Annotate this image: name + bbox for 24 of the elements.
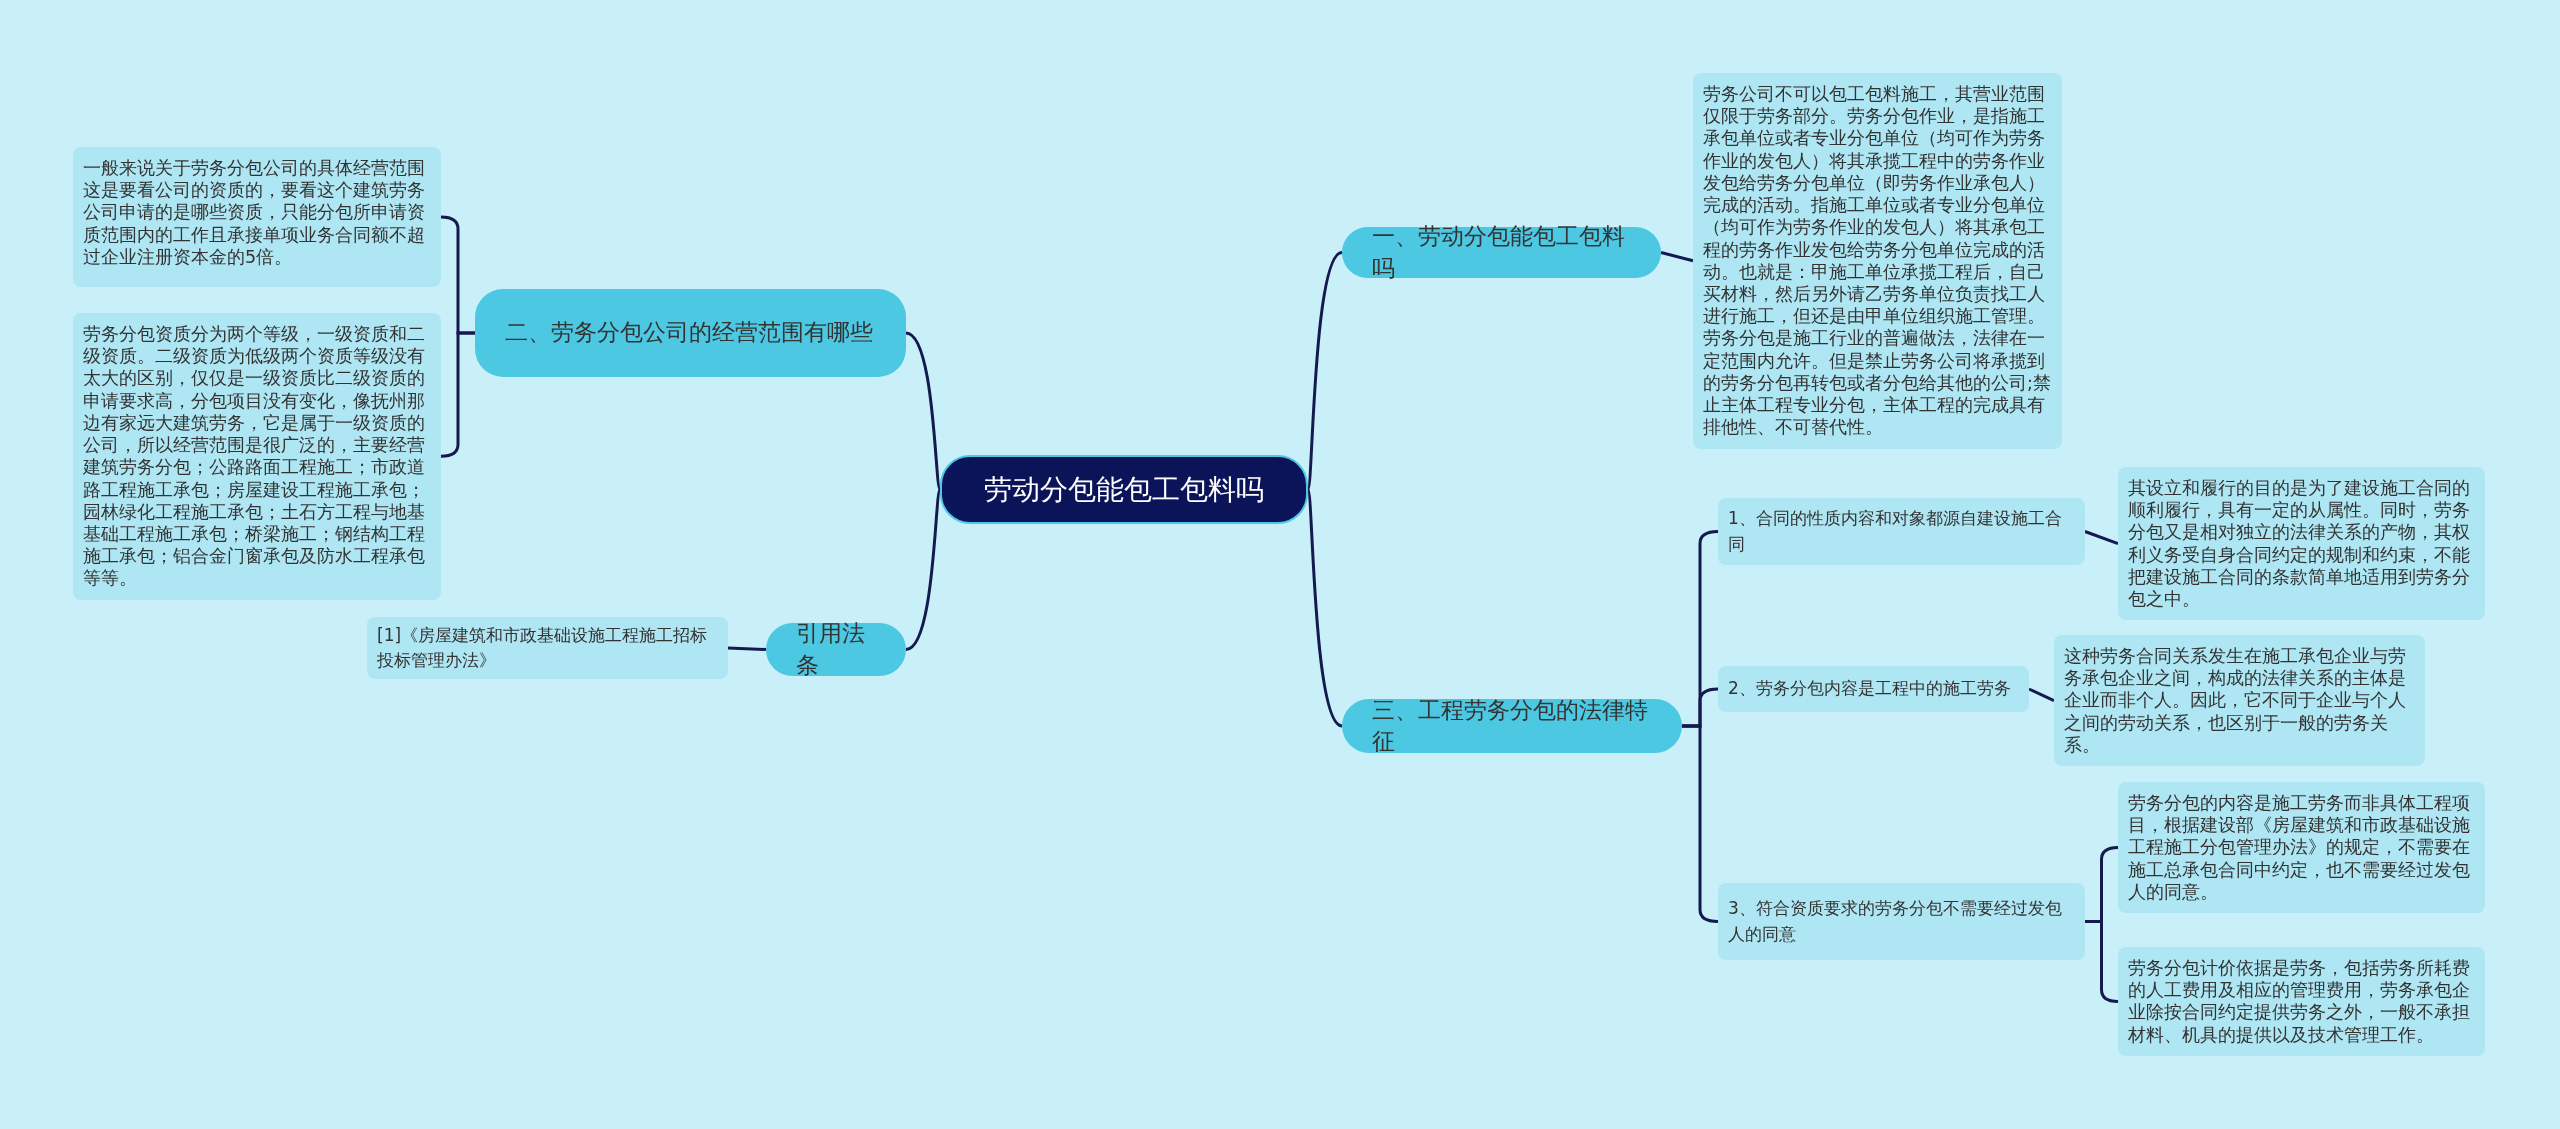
note-box: 劳务分包计价依据是劳务，包括劳务所耗费的人工费用及相应的管理费用，劳务承包企业除按合同约定提供劳务之外，一般不承担材料、机具的提供以及技术管理工作。 bbox=[2118, 947, 2485, 1056]
connector-line bbox=[1306, 489, 1343, 728]
connector-line bbox=[1306, 251, 1343, 490]
subtopic-box: 2、劳务分包内容是工程中的施工劳务 bbox=[1718, 666, 2029, 712]
connector-line bbox=[2084, 530, 2119, 546]
note-box: [1]《房屋建筑和市政基础设施工程施工招标投标管理办法》 bbox=[367, 617, 728, 679]
connector-line bbox=[905, 488, 942, 651]
note-box: 劳务公司不可以包工包料施工，其营业范围仅限于劳务部分。劳务分包作业，是指施工承包单位或者专业分包单位（均可作为劳务作业的发包人）将其承揽工程中的劳务作业发包给劳务分包单位（即劳务作业承包人）完成的活动。指施工单位或者专业分包单位（均可作为劳务作业的发包人）将其承包工程的劳务作业发包给劳务分包单位完成的活动。也就是：甲施工单位承揽工程后，自己买材料，然后另外请乙劳务单位负责找工人进行施工，但还是由甲单位组织施工管理。劳务分包是施工行业的普遍做法，法律在一定范围内允许。但是禁止劳务公司将承揽到的劳务分包再转包或者分包给其他的公司;禁止主体工程专业分包，主体工程的完成具有排他性、不可替代性。 bbox=[1693, 73, 2062, 449]
connector-line bbox=[1660, 251, 1694, 263]
topic-box: 一、劳动分包能包工包料吗 bbox=[1342, 227, 1661, 278]
subtopic-box: 1、合同的性质内容和对象都源自建设施工合同 bbox=[1718, 498, 2085, 565]
central-topic: 劳动分包能包工包料吗 bbox=[940, 455, 1308, 524]
connector-line bbox=[905, 331, 942, 491]
note-box: 其设立和履行的目的是为了建设施工合同的顺利履行，具有一定的从属性。同时，劳务分包又是相对独立的法律关系的产物，其权利义务受自身合同约定的规制和约束，不能把建设施工合同的条款简单地适用到劳务分包之中。 bbox=[2118, 467, 2485, 621]
note-box: 劳务分包的内容是施工劳务而非具体工程项目，根据建设部《房屋建筑和市政基础设施工程施工分包管理办法》的规定，不需要在施工总承包合同中约定，也不需要经过发包人的同意。 bbox=[2118, 782, 2485, 914]
note-box: 劳务分包资质分为两个等级，一级资质和二级资质。二级资质为低级两个资质等级没有太大的区别，仅仅是一级资质比二级资质的申请要求高，分包项目没有变化，像抚州那边有家远大建筑劳务，它是属于一级资质的公司，所以经营范围是很广泛的，主要经营建筑劳务分包；公路路面工程施工；市政道路工程施工承包；房屋建设工程施工承包；园林绿化工程施工承包；土石方工程与地基基础工程施工承包；桥梁施工；钢结构工程施工承包；铝合金门窗承包及防水工程承包等等。 bbox=[73, 313, 441, 600]
topic-box: 引用法条 bbox=[766, 623, 906, 676]
note-box: 这种劳务合同关系发生在施工承包企业与劳务承包企业之间，构成的法律关系的主体是企业而非个人。因此，它不同于企业与个人之间的劳动关系，也区别于一般的劳务关系。 bbox=[2054, 635, 2425, 767]
connector-line bbox=[2028, 687, 2055, 702]
subtopic-box: 3、符合资质要求的劳务分包不需要经过发包人的同意 bbox=[1718, 883, 2085, 960]
connector-line bbox=[727, 646, 767, 651]
note-box: 一般来说关于劳务分包公司的具体经营范围这是要看公司的资质的，要看这个建筑劳务公司申请的是哪些资质，只能分包所申请资质范围内的工作且承接单项业务合同额不超过企业注册资本金的5倍。 bbox=[73, 147, 441, 287]
topic-box: 三、工程劳务分包的法律特征 bbox=[1342, 699, 1682, 753]
topic-box: 二、劳务分包公司的经营范围有哪些 bbox=[475, 289, 906, 377]
